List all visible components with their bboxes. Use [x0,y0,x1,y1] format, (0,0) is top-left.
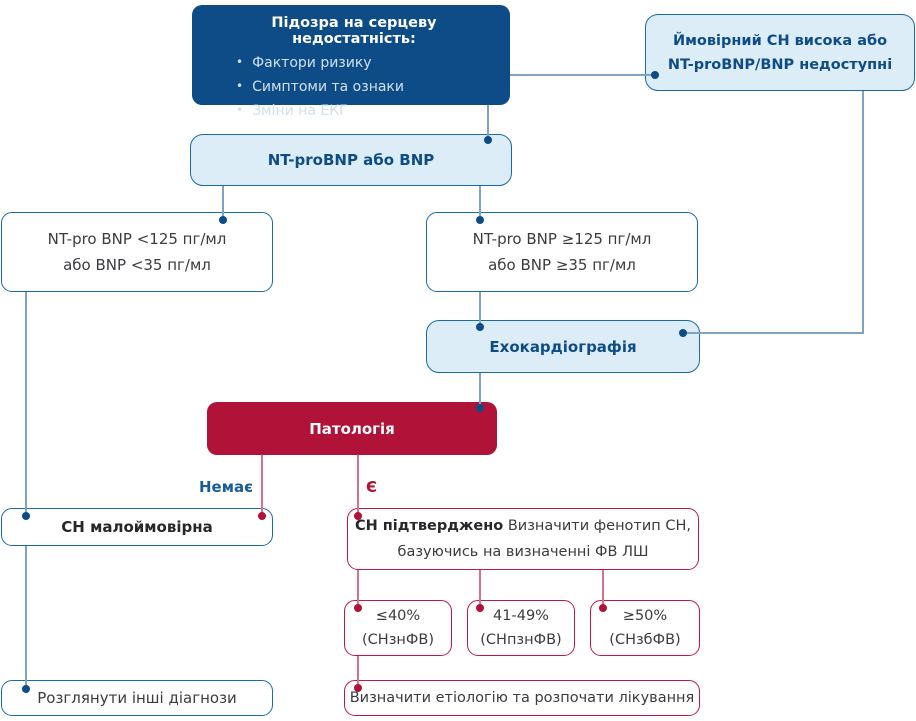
bullet-risk-factors: Фактори ризику [236,51,496,75]
bnp-high-line2: або BNP ≥35 пг/мл [488,256,636,274]
treatment-label: Визначити етіологію та розпочати лікуван… [349,690,695,706]
pathology-label: Патологія [309,419,395,438]
hf-confirmed-line1: СН підтверджено Визначити фенотип СН, [355,513,691,539]
ef-preserved-phenotype: (СНзбФВ) [609,632,681,648]
natriuretic-test-label: NT-proBNP або BNP [267,151,435,169]
node-hf-suspicion: Підозра на серцеву недостатність: Фактор… [192,5,510,119]
hf-confirmed-line2: базуючись на визначенні ФВ ЛШ [397,544,649,560]
ef-reduced-value: ≤40% [375,608,421,624]
node-ef-preserved: ≥50% (СНзбФВ) [590,600,700,656]
node-natriuretic-peptide-test: NT-proBNP або BNP [190,134,512,186]
hf-suspicion-bullet-list: Фактори ризику Симптоми та ознаки Зміни … [212,51,496,123]
hf-confirmed-bold: СН підтверджено [354,518,504,534]
node-ef-mildly-reduced: 41-49% (СНпзнФВ) [467,600,575,656]
edge-label-yes: Є [366,478,378,496]
node-bnp-low: NT-pro BNP <125 пг/мл або BNP <35 пг/мл [1,212,273,292]
node-ef-reduced: ≤40% (СНзнФВ) [344,600,452,656]
other-diagnoses-label: Розглянути інші діагнози [37,689,237,707]
node-echocardiography: Ехокардіографія [426,320,700,373]
edge-label-no: Немає [198,478,253,496]
bnp-low-line1: NT-pro BNP <125 пг/мл [47,230,227,248]
node-hf-unlikely: СН малоймовірна [1,508,273,546]
probable-hf-line1: Ймовірний СН висока або [672,32,888,49]
hf-unlikely-label: СН малоймовірна [61,518,213,536]
probable-hf-line2: NT-proBNP/BNP недоступні [667,56,893,73]
node-probable-hf-high: Ймовірний СН висока або NT-proBNP/BNP не… [645,14,915,91]
node-hf-confirmed: СН підтверджено Визначити фенотип СН, ба… [347,508,699,570]
node-consider-other-diagnoses: Розглянути інші діагнози [1,680,273,716]
ef-mid-phenotype: (СНпзнФВ) [480,632,562,648]
wire-probable-to-echo [683,91,864,334]
node-bnp-high: NT-pro BNP ≥125 пг/мл або BNP ≥35 пг/мл [426,212,698,292]
bullet-symptoms-signs: Симптоми та ознаки [236,75,496,99]
node-determine-etiology-treat: Визначити етіологію та розпочати лікуван… [344,680,700,716]
node-hf-suspicion-title: Підозра на серцеву недостатність: [271,15,437,47]
node-pathology: Патологія [207,402,497,455]
ef-reduced-phenotype: (СНзнФВ) [362,632,434,648]
bnp-low-line2: або BNP <35 пг/мл [63,256,211,274]
bnp-high-line1: NT-pro BNP ≥125 пг/мл [472,230,652,248]
bullet-ecg-changes: Зміни на ЕКГ [236,99,496,123]
ef-preserved-value: ≥50% [622,608,668,624]
ef-mid-value: 41-49% [493,608,549,624]
hf-confirmed-rest: Визначити фенотип СН, [507,518,692,534]
echocardiography-label: Ехокардіографія [489,337,637,356]
